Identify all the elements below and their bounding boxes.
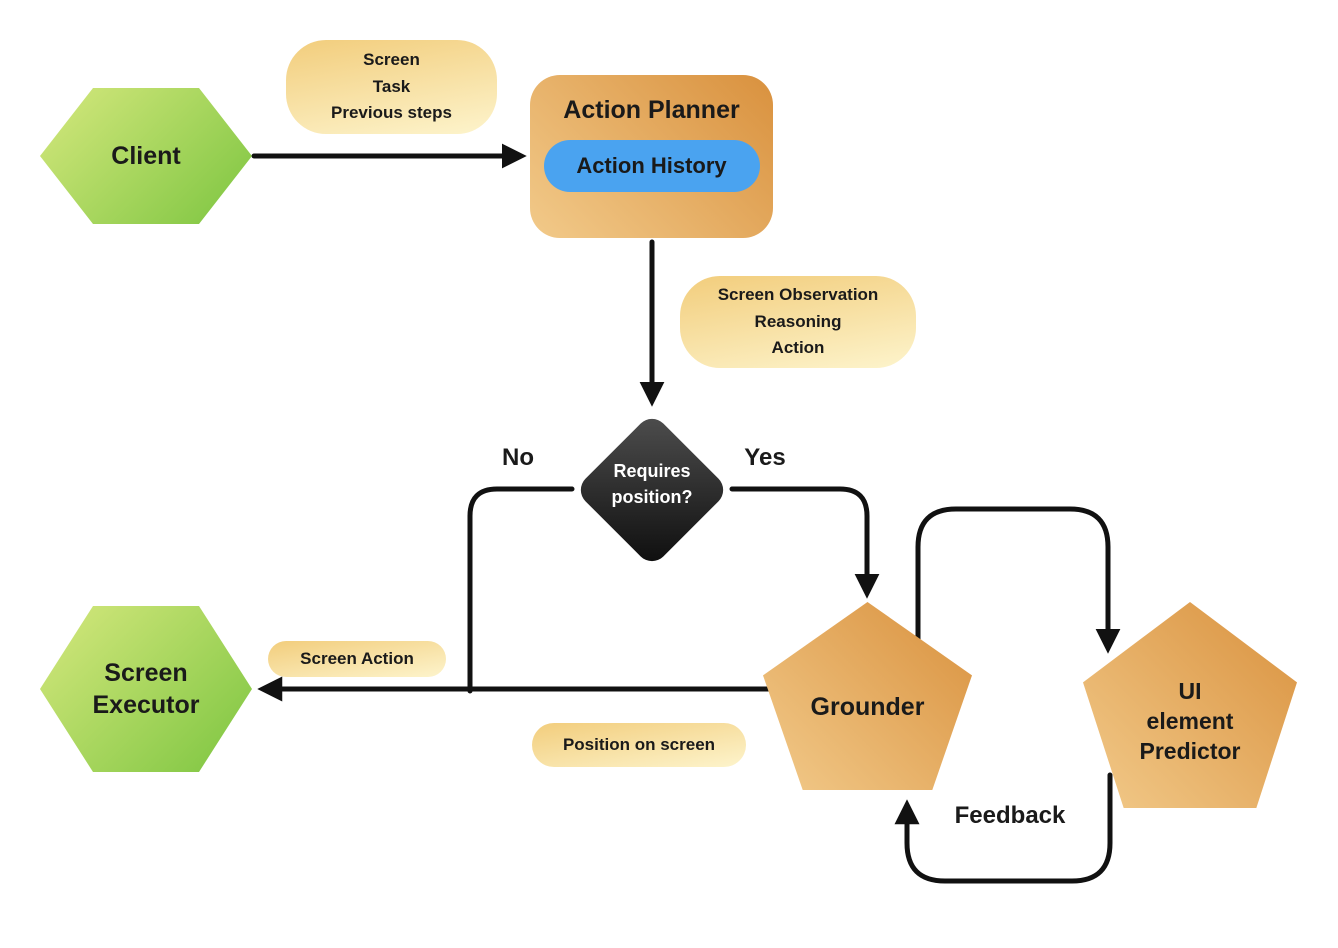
label-line: Action [771, 338, 825, 358]
decision-label: Requires position? [572, 458, 732, 510]
branch-label-yes: Yes [744, 444, 786, 471]
label-position-on-screen: Position on screen [532, 723, 746, 767]
edge-grounder-to-predictor [915, 506, 1121, 654]
edge-decision-yes-to-grounder [729, 486, 880, 599]
label-planner-to-decision: Screen Observation Reasoning Action [680, 276, 916, 368]
action-history-badge: Action History [543, 140, 760, 192]
label-line: Task [372, 76, 411, 96]
label-line: Screen Action [300, 648, 414, 668]
node-action-planner: Action Planner Action History [530, 75, 773, 238]
label-line: Previous steps [331, 103, 452, 123]
predictor-label-line: element [1146, 708, 1234, 735]
node-screen-executor: Screen Executor [40, 606, 252, 772]
label-client-to-planner: Screen Task Previous steps [286, 40, 497, 134]
label-screen-action: Screen Action [268, 641, 446, 677]
grounder-label: Grounder [810, 692, 925, 721]
branch-label-no: No [502, 444, 534, 471]
predictor-label-line: Predictor [1139, 737, 1241, 764]
label-line: Position on screen [562, 734, 716, 754]
label-line: Screen [363, 50, 420, 70]
label-line: Reasoning [754, 311, 842, 331]
predictor-label-line: UI [1178, 678, 1202, 705]
decision-label-line: position? [611, 487, 693, 508]
executor-label-line: Screen [104, 658, 188, 687]
feedback-label: Feedback [954, 802, 1066, 829]
edge-predictor-feedback-to-grounder [894, 772, 1113, 884]
label-line: Screen Observation [717, 285, 879, 305]
action-planner-title: Action Planner [563, 96, 740, 124]
executor-label-line: Executor [92, 691, 200, 719]
edge-decision-no-branch [467, 486, 575, 694]
decision-label-line: Requires [613, 461, 691, 481]
client-label: Client [111, 141, 181, 170]
